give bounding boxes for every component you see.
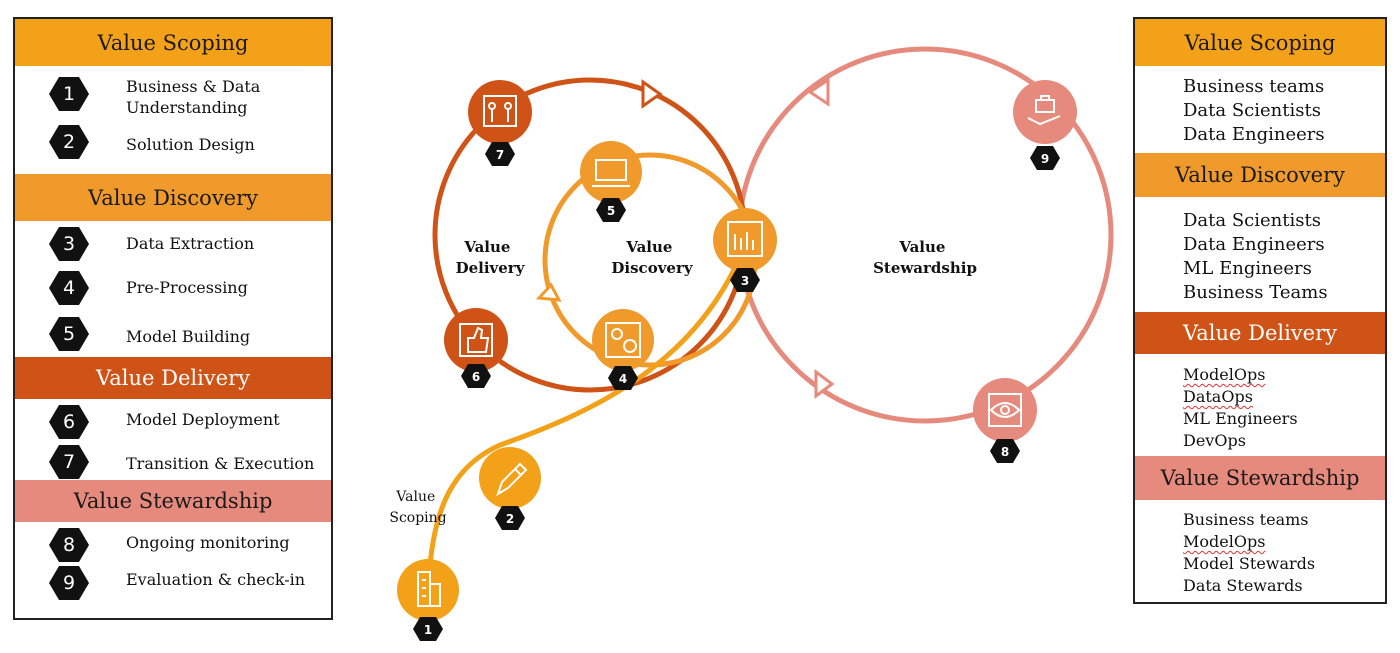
role-item: DevOps xyxy=(1183,431,1246,450)
section-header-value-scoping: Value Scoping xyxy=(1135,19,1385,66)
section-header-value-delivery: Value Delivery xyxy=(15,357,331,399)
step-label: Solution Design xyxy=(126,135,255,154)
svg-text:6: 6 xyxy=(472,370,480,384)
svg-text:4: 4 xyxy=(619,372,627,386)
svg-text:3: 3 xyxy=(741,274,749,288)
step-label: Data Extraction xyxy=(126,234,255,253)
step-label: Ongoing monitoring xyxy=(126,533,290,552)
arrow-delivery xyxy=(641,79,663,109)
step-number-badge: 5 xyxy=(596,198,626,222)
scoping-path xyxy=(425,244,748,591)
pencil-icon xyxy=(496,462,528,497)
step-label: Business & Data Understanding xyxy=(126,77,261,117)
svg-text:1: 1 xyxy=(424,623,432,637)
arrow-stewardship-bottom xyxy=(814,369,835,399)
stewardship-loop-label: Value Stewardship xyxy=(873,238,977,277)
role-item: Business teams xyxy=(1183,76,1325,97)
step-number-badge: 6 xyxy=(461,364,491,388)
role-list: Business teams ModelOps Model Stewards D… xyxy=(1183,509,1315,597)
role-item: ML Engineers xyxy=(1183,409,1298,428)
role-item: Data Engineers xyxy=(1183,234,1325,255)
bar-chart-icon xyxy=(727,221,763,257)
role-list: Business teams Data Scientists Data Engi… xyxy=(1183,75,1325,147)
role-item: ModelOps xyxy=(1183,365,1266,384)
svg-text:7: 7 xyxy=(496,148,504,162)
step-number-badge: 4 xyxy=(608,366,638,390)
presentation-icon xyxy=(483,95,517,127)
role-item: ML Engineers xyxy=(1183,258,1312,279)
discovery-loop-label: Value Discovery xyxy=(611,238,693,277)
step-number-badge: 8 xyxy=(49,528,89,562)
role-item: ModelOps xyxy=(1183,532,1266,551)
step-number-badge: 8 xyxy=(990,439,1020,463)
svg-text:5: 5 xyxy=(607,204,615,218)
step-number-badge: 3 xyxy=(49,227,89,261)
step-label: Evaluation & check-in xyxy=(126,570,306,589)
briefcase-hand-icon xyxy=(1027,95,1061,126)
step-label: Transition & Execution xyxy=(126,454,315,473)
section-header-value-discovery: Value Discovery xyxy=(15,174,331,221)
step-number-badge: 1 xyxy=(413,617,443,641)
steps-legend-panel: Value Scoping 1 Business & Data Understa… xyxy=(13,17,333,620)
building-icon xyxy=(417,571,441,607)
step-number-badge: 2 xyxy=(495,506,525,530)
node-5 xyxy=(580,141,642,203)
role-list: ModelOps DataOps ML Engineers DevOps xyxy=(1183,364,1298,452)
section-header-value-stewardship: Value Stewardship xyxy=(1135,456,1385,500)
role-item: Business Teams xyxy=(1183,282,1328,303)
role-item: Business teams xyxy=(1183,510,1309,529)
roles-legend-panel: Value Scoping Business teams Data Scient… xyxy=(1133,17,1387,604)
role-item: Data Scientists xyxy=(1183,100,1321,121)
step-number-badge: 3 xyxy=(730,268,760,292)
section-header-value-scoping: Value Scoping xyxy=(15,19,331,66)
section-header-value-stewardship: Value Stewardship xyxy=(15,480,331,522)
step-number-badge: 7 xyxy=(485,142,515,166)
eye-icon xyxy=(988,393,1022,427)
thumbs-up-icon xyxy=(459,323,493,357)
node-2 xyxy=(479,447,541,509)
node-4 xyxy=(592,309,654,371)
role-item: Data Scientists xyxy=(1183,210,1321,231)
node-7 xyxy=(468,80,532,144)
node-3 xyxy=(713,208,777,272)
svg-text:9: 9 xyxy=(1041,152,1049,166)
node-9 xyxy=(1013,80,1077,144)
arrow-stewardship-top xyxy=(807,77,830,107)
section-header-value-delivery: Value Delivery xyxy=(1135,312,1385,354)
role-list: Data Scientists Data Engineers ML Engine… xyxy=(1183,209,1328,305)
node-1 xyxy=(397,559,459,621)
step-number-badge: 9 xyxy=(49,566,89,600)
step-label: Pre-Processing xyxy=(126,278,248,297)
role-item: Data Engineers xyxy=(1183,124,1325,145)
step-number-badge: 2 xyxy=(49,125,89,159)
step-label: Model Building xyxy=(126,327,251,346)
scoping-path-label: Value Scoping xyxy=(389,489,446,526)
svg-text:2: 2 xyxy=(506,512,514,526)
step-number-badge: 9 xyxy=(1030,146,1060,170)
monitor-icon xyxy=(592,159,630,187)
arrow-discovery xyxy=(535,282,562,302)
role-item: Model Stewards xyxy=(1183,554,1316,573)
step-label: Model Deployment xyxy=(126,410,280,429)
node-6 xyxy=(444,308,508,372)
role-item: Data Stewards xyxy=(1183,576,1303,595)
delivery-loop-label: Value Delivery xyxy=(456,238,526,277)
gears-icon xyxy=(605,322,641,358)
svg-text:8: 8 xyxy=(1001,445,1009,459)
node-8 xyxy=(973,378,1037,442)
role-item: DataOps xyxy=(1183,387,1253,406)
section-header-value-discovery: Value Discovery xyxy=(1135,153,1385,197)
